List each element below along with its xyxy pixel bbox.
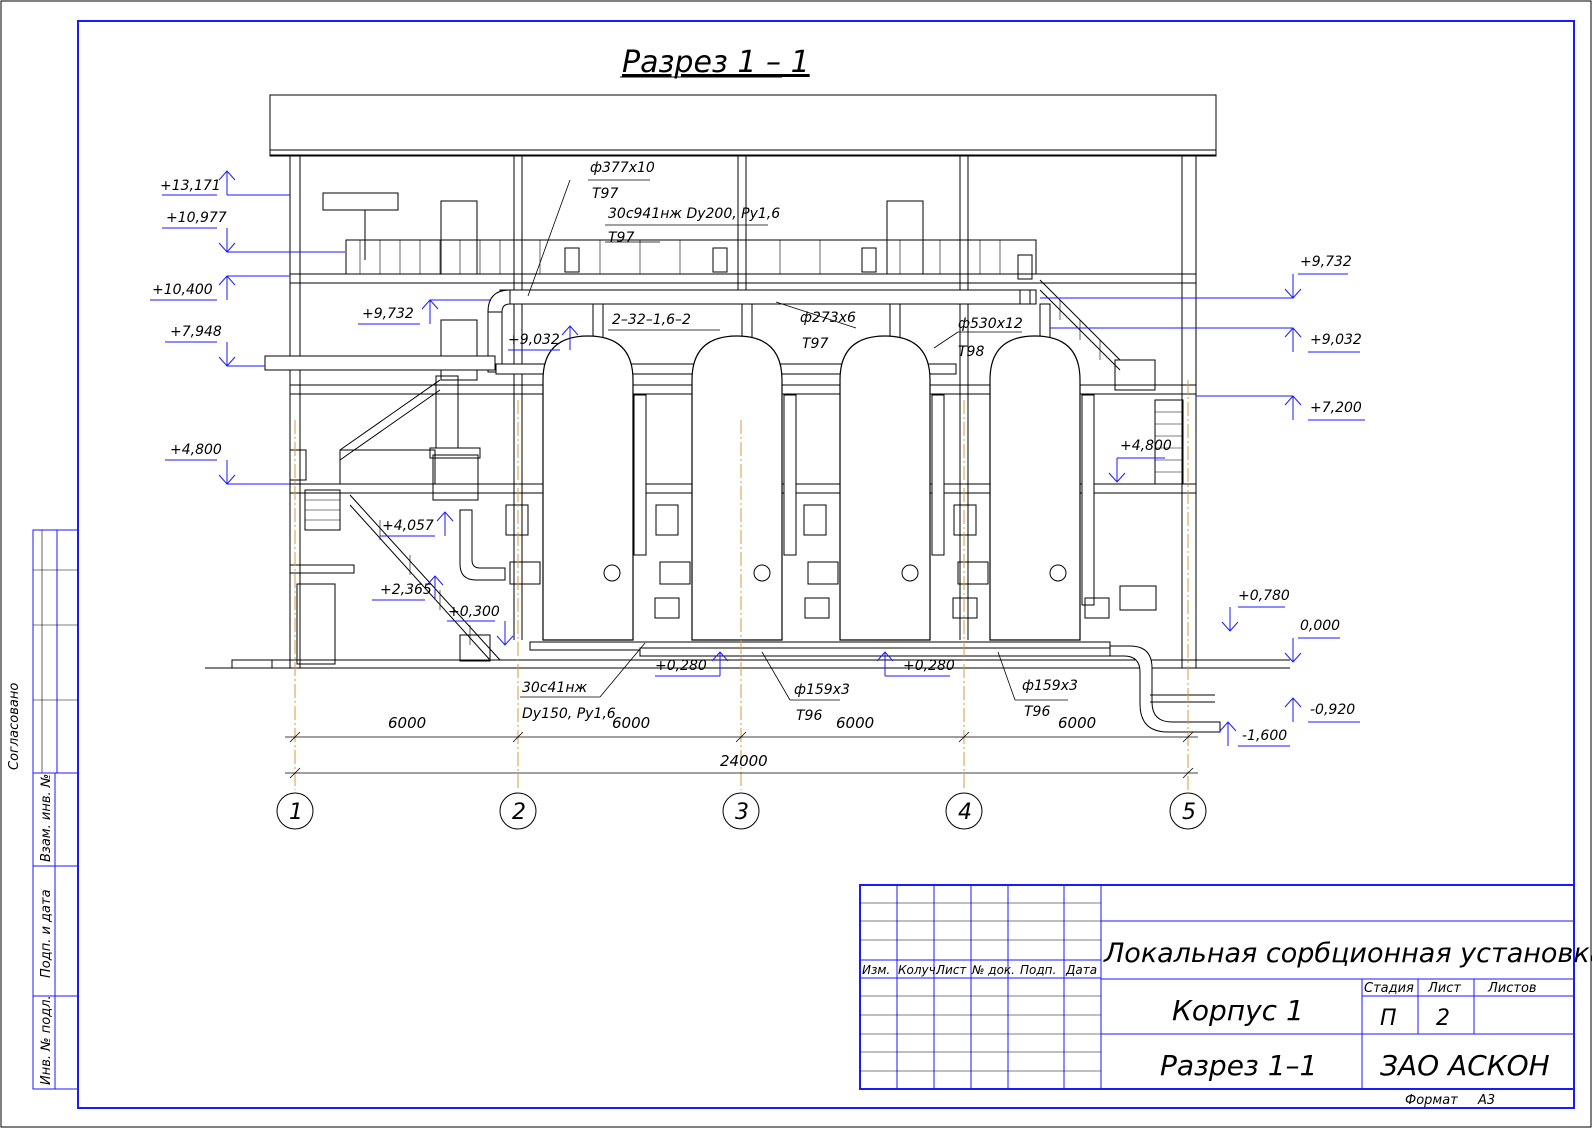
tb-stage: П [1380, 1006, 1397, 1031]
level-4800-right: +4,800 [1120, 438, 1172, 454]
levels-bottom [655, 651, 950, 677]
level-2365: +2,365 [380, 582, 432, 598]
label-232: 2–32–1,6–2 [612, 312, 691, 328]
level-minus-1600: -1,600 [1242, 728, 1287, 744]
leaders [520, 179, 1068, 701]
axis-1: 1 [289, 800, 303, 825]
tank-3 [839, 335, 931, 641]
dim-span-3: 6000 [836, 714, 874, 732]
top-railing-posts [359, 240, 1001, 274]
axis-3: 3 [735, 800, 749, 825]
format-value: А3 [1477, 1093, 1495, 1108]
level-9732-left: +9,732 [362, 306, 414, 322]
title-block: Изм. Колуч. Лист № док. Подп. Дата Локал… [859, 884, 1592, 1090]
label-valve-bottom-1: 30с41нж [522, 680, 587, 696]
dimension-lines [285, 731, 1198, 779]
tb-company: ЗАО АСКОН [1380, 1049, 1550, 1082]
level-9032-right: +9,032 [1310, 332, 1362, 348]
level-0300: +0,300 [448, 604, 500, 620]
label-p377: ф377х10 [590, 160, 655, 176]
drawing-title: Разрез 1 – 1 [622, 45, 810, 80]
dim-span-4: 6000 [1058, 714, 1096, 732]
level-0000: 0,000 [1300, 618, 1340, 634]
tb-col-list: Лист [935, 963, 967, 977]
label-p159b: ф159х3 [1022, 678, 1078, 694]
building [205, 94, 1290, 669]
tb-building: Корпус 1 [1172, 994, 1304, 1027]
axis-4: 4 [958, 800, 972, 825]
side-inv-replace: Взам. инв. № [39, 774, 54, 862]
tank-2 [691, 335, 783, 641]
level-4057: +4,057 [382, 518, 434, 534]
tb-sheet-name: Разрез 1–1 [1160, 1049, 1317, 1082]
label-t97b: Т97 [608, 230, 634, 246]
tb-sheet-header: Лист [1427, 981, 1461, 996]
tb-col-date: Дата [1065, 963, 1097, 977]
tb-project: Локальная сорбционная установка [1103, 938, 1592, 969]
label-p273: ф273х6 [800, 310, 856, 326]
axis-5: 5 [1182, 800, 1196, 825]
level-13171: +13,171 [160, 178, 221, 194]
label-p159a: ф159х3 [794, 682, 850, 698]
tb-sheet: 2 [1436, 1006, 1450, 1031]
levels-right-text: +9,732 +9,032 +7,200 +4,800 +0,780 0,000… [1120, 254, 1362, 744]
label-t96a: Т96 [796, 708, 822, 724]
label-valve-top: 30с941нж Dy200, Py1,6 [608, 206, 780, 222]
tb-stage-header: Стадия [1364, 981, 1414, 996]
tb-col-kol: Колуч. [898, 963, 940, 977]
stair-left [289, 379, 501, 662]
level-10977: +10,977 [166, 210, 227, 226]
level-7948: +7,948 [170, 324, 222, 340]
dimension-text: 6000 6000 6000 6000 24000 [388, 714, 1096, 770]
level-0780: +0,780 [1238, 588, 1290, 604]
stair-right [1039, 279, 1184, 485]
axis-2: 2 [512, 800, 526, 825]
tanks [505, 247, 1110, 641]
tb-col-doc: № док. [971, 963, 1015, 977]
label-valve-bottom-2: Dy150, Py1,6 [522, 706, 616, 722]
tb-col-izm: Изм. [862, 963, 890, 977]
level-10400: +10,400 [152, 282, 213, 298]
side-stamp: Согласовано Взам. инв. № Подп. и дата Ин… [7, 529, 79, 1090]
tb-sheets-header: Листов [1487, 981, 1537, 996]
dim-span-1: 6000 [388, 714, 426, 732]
level-0280-b: +0,280 [903, 658, 955, 674]
tank-1 [542, 335, 634, 641]
level-minus-0920: -0,920 [1310, 702, 1355, 718]
level-7200: +7,200 [1310, 400, 1362, 416]
label-p530: ф530х12 [958, 316, 1023, 332]
axis-lines [294, 380, 1189, 790]
level-9732-right: +9,732 [1300, 254, 1352, 270]
tb-col-sign: Подп. [1020, 963, 1056, 977]
side-inv-original: Инв. № подл. [39, 995, 54, 1085]
levels-right [1040, 273, 1365, 747]
label-t96b: Т96 [1024, 704, 1050, 720]
side-agreed: Согласовано [7, 683, 22, 770]
tank-4 [989, 335, 1081, 641]
level-9032-left: +9,032 [508, 332, 560, 348]
level-4800-left: +4,800 [170, 442, 222, 458]
label-t97a: Т97 [592, 186, 618, 202]
axis-bubbles: 1 2 3 4 5 [276, 792, 1207, 830]
format-label: Формат [1405, 1093, 1458, 1108]
pipe-labels: ф377х10 Т97 30с941нж Dy200, Py1,6 Т97 2–… [522, 160, 1078, 724]
dim-span-2: 6000 [612, 714, 650, 732]
label-t97c: Т97 [802, 336, 828, 352]
level-0280-a: +0,280 [655, 658, 707, 674]
dim-total: 24000 [720, 752, 768, 770]
side-sign-date: Подп. и дата [39, 889, 54, 978]
levels-left-text: +13,171 +10,977 +10,400 +9,732 +7,948 +9… [152, 178, 560, 620]
levels-left [150, 170, 579, 646]
label-t98: Т98 [958, 344, 984, 360]
